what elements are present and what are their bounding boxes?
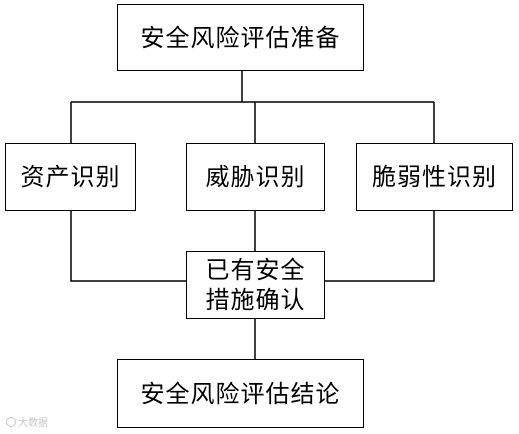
asset-identification-label: 资产识别 [20, 163, 121, 191]
existing-security-measures-box: 已有安全 措施确认 [186, 251, 325, 319]
connector-vuln-to-measures [325, 211, 435, 282]
risk-assessment-conclusion-label: 安全风险评估结论 [140, 379, 341, 408]
asset-identification-box: 资产识别 [5, 143, 136, 211]
threat-identification-label: 威胁识别 [205, 163, 306, 191]
risk-assessment-preparation-label: 安全风险评估准备 [140, 23, 341, 52]
watermark: 大数据 [6, 414, 48, 429]
vulnerability-identification-label: 脆弱性识别 [372, 163, 497, 191]
existing-security-measures-line2: 措施确认 [205, 286, 306, 314]
existing-security-measures-line1: 已有安全 [205, 256, 306, 284]
connector-asset-to-measures [70, 211, 186, 282]
risk-assessment-preparation-box: 安全风险评估准备 [117, 4, 364, 71]
risk-assessment-conclusion-box: 安全风险评估结论 [117, 359, 364, 428]
vulnerability-identification-box: 脆弱性识别 [356, 143, 513, 211]
threat-identification-box: 威胁识别 [186, 143, 325, 211]
watermark-text: 大数据 [18, 418, 48, 429]
watermark-logo-icon [6, 416, 16, 427]
